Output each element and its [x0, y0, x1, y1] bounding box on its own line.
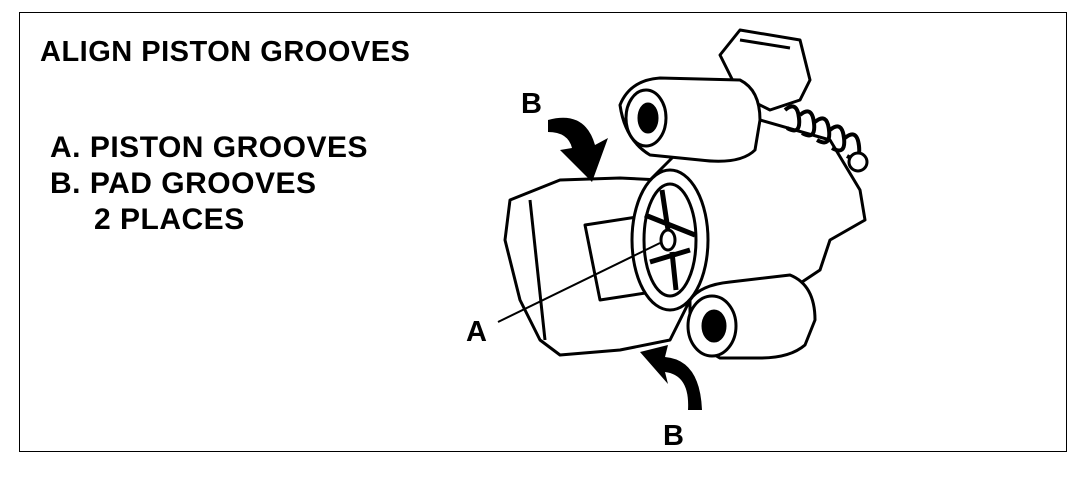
- callout-b-bottom: B: [663, 420, 684, 452]
- callout-a: A: [466, 316, 487, 348]
- diagram-title: ALIGN PISTON GROOVES: [40, 36, 411, 68]
- piston-groove: [644, 189, 696, 291]
- legend: A. PISTON GROOVES B. PAD GROOVES 2 PLACE…: [50, 130, 368, 238]
- callout-a-leader: [497, 242, 661, 323]
- arrow-b-bottom: [640, 345, 702, 410]
- callout-b-top: B: [521, 88, 542, 120]
- legend-item-b-note: 2 PLACES: [94, 203, 245, 236]
- legend-item-a: A. PISTON GROOVES: [50, 131, 369, 164]
- piston-groove-center: [659, 228, 677, 252]
- legend-item-b: B. PAD GROOVES: [50, 167, 317, 200]
- arrow-b-top: [548, 117, 608, 182]
